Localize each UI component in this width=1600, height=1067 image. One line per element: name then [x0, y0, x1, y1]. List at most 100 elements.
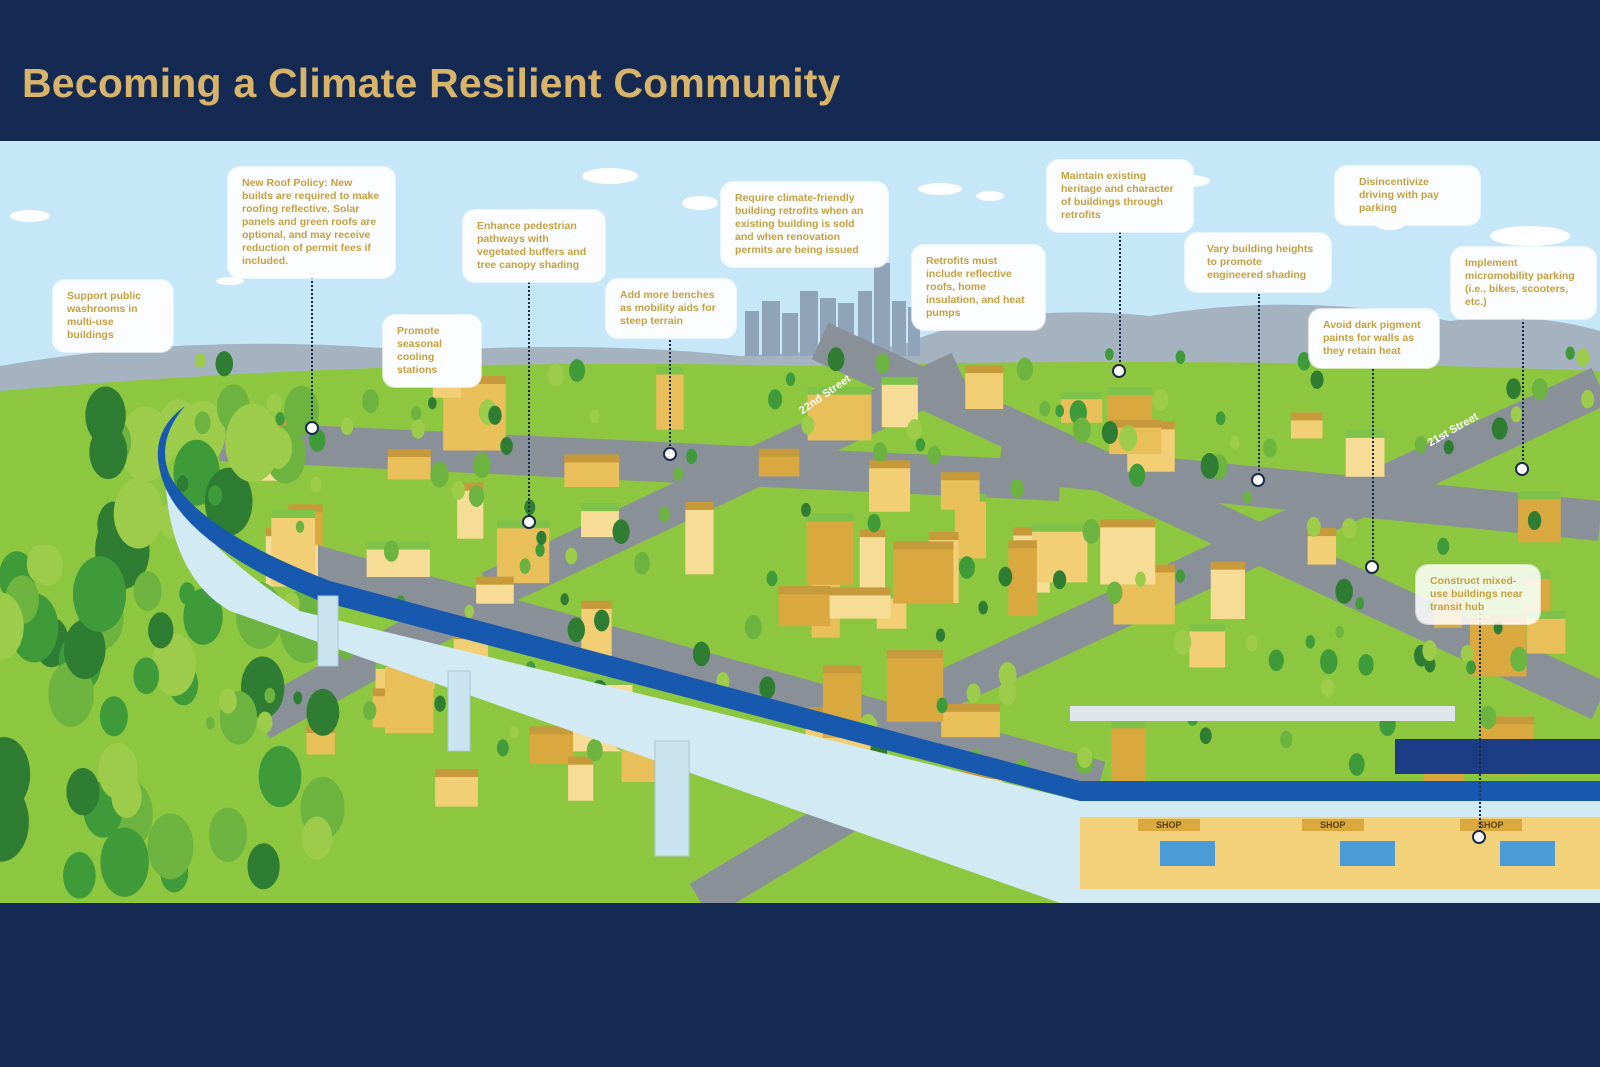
tree	[148, 612, 174, 649]
roof	[1189, 623, 1226, 632]
roof	[869, 460, 911, 469]
tree	[111, 774, 142, 819]
tree	[133, 657, 160, 695]
tree	[85, 386, 126, 445]
tree	[1414, 436, 1427, 454]
callout-marker[interactable]	[1515, 462, 1529, 476]
tree	[1268, 649, 1284, 672]
tree	[264, 687, 276, 704]
building	[564, 460, 620, 488]
building	[893, 547, 954, 604]
tree	[966, 683, 981, 704]
tree	[0, 592, 24, 661]
callout-marker[interactable]	[522, 515, 536, 529]
building	[758, 454, 800, 477]
tree	[659, 506, 670, 522]
building	[1527, 616, 1566, 654]
tree	[1342, 517, 1357, 539]
roof	[758, 448, 800, 457]
roof	[928, 532, 959, 541]
roof	[366, 541, 430, 550]
roof	[685, 502, 714, 511]
tree	[586, 738, 603, 762]
tree	[1576, 348, 1590, 367]
page-title: Becoming a Climate Resilient Community	[22, 60, 841, 106]
roof	[1290, 412, 1323, 421]
tree	[215, 351, 234, 377]
tree	[468, 485, 485, 507]
roof	[941, 703, 1000, 712]
callout-marker[interactable]	[1112, 364, 1126, 378]
roof	[859, 529, 886, 538]
tree	[1152, 388, 1169, 412]
roof	[529, 726, 574, 735]
tree	[519, 558, 531, 574]
tree	[1321, 678, 1335, 698]
callout-leader	[1522, 297, 1524, 468]
building	[806, 519, 854, 585]
tree	[1175, 569, 1186, 583]
tree	[1443, 439, 1454, 455]
tree	[147, 813, 194, 880]
tree	[998, 662, 1017, 688]
tree	[340, 417, 354, 436]
tree	[744, 615, 762, 640]
tree	[759, 676, 776, 700]
callout-leader	[1372, 362, 1374, 566]
roof	[952, 770, 1003, 779]
guideway-pillars	[317, 595, 690, 857]
callout-marker[interactable]	[1472, 830, 1486, 844]
roof	[807, 386, 872, 395]
tree	[1335, 626, 1344, 639]
shop-windows	[1160, 841, 1555, 866]
tree	[589, 409, 600, 424]
building	[1210, 567, 1245, 620]
tree	[100, 827, 149, 897]
tree	[535, 543, 545, 557]
building	[940, 478, 980, 510]
roof	[1061, 391, 1103, 400]
tree	[1173, 629, 1192, 655]
building	[965, 371, 1004, 409]
tree	[915, 438, 926, 452]
tree	[306, 688, 340, 736]
roof	[1479, 716, 1534, 725]
tree	[295, 520, 305, 533]
tree	[1215, 411, 1226, 426]
tree	[383, 540, 399, 562]
tree	[634, 551, 650, 575]
tree	[1306, 516, 1321, 537]
tree	[451, 480, 466, 500]
tree	[686, 448, 697, 464]
tree	[194, 411, 211, 435]
callout-new-roof-policy: New Roof Policy: New builds are required…	[228, 167, 395, 278]
callout-marker[interactable]	[305, 421, 319, 435]
roof	[568, 756, 594, 765]
tree	[827, 347, 845, 372]
callout-marker[interactable]	[663, 447, 677, 461]
tree	[225, 403, 281, 483]
tree	[1053, 570, 1067, 590]
callout-marker[interactable]	[1365, 560, 1379, 574]
tree	[1135, 571, 1146, 587]
tree	[63, 852, 96, 899]
tree	[560, 593, 569, 606]
building	[869, 466, 911, 512]
tree	[133, 571, 162, 612]
tree	[785, 372, 796, 386]
tree	[1175, 350, 1186, 365]
callout-marker[interactable]	[1251, 473, 1265, 487]
tree	[113, 478, 164, 549]
tree	[262, 427, 293, 469]
tree	[1527, 511, 1542, 531]
roof	[822, 665, 862, 674]
roof	[581, 503, 619, 512]
tree	[99, 696, 128, 737]
roof	[876, 590, 907, 599]
callout-leader	[1258, 294, 1260, 479]
roof	[1527, 610, 1566, 619]
tree	[301, 816, 333, 860]
tree	[958, 556, 975, 579]
roof	[1345, 429, 1385, 438]
tree	[0, 737, 31, 812]
